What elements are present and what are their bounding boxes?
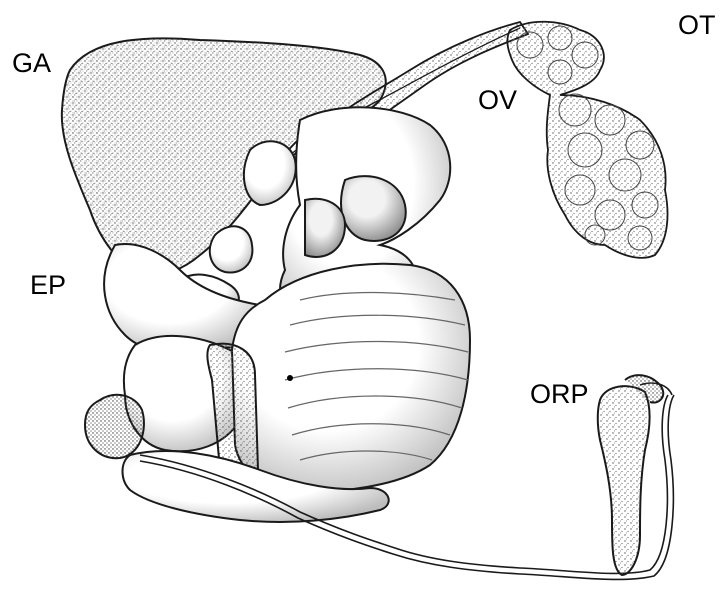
label-ep: EP [30,272,66,299]
label-ov: OV [478,87,517,114]
ribbed-organ [207,264,470,492]
ovotestis [507,22,667,258]
label-ga: GA [12,50,51,77]
label-ot: OT [678,12,716,39]
orp-organ [598,375,664,575]
label-orp: ORP [530,381,589,408]
marker-dot [287,375,293,381]
